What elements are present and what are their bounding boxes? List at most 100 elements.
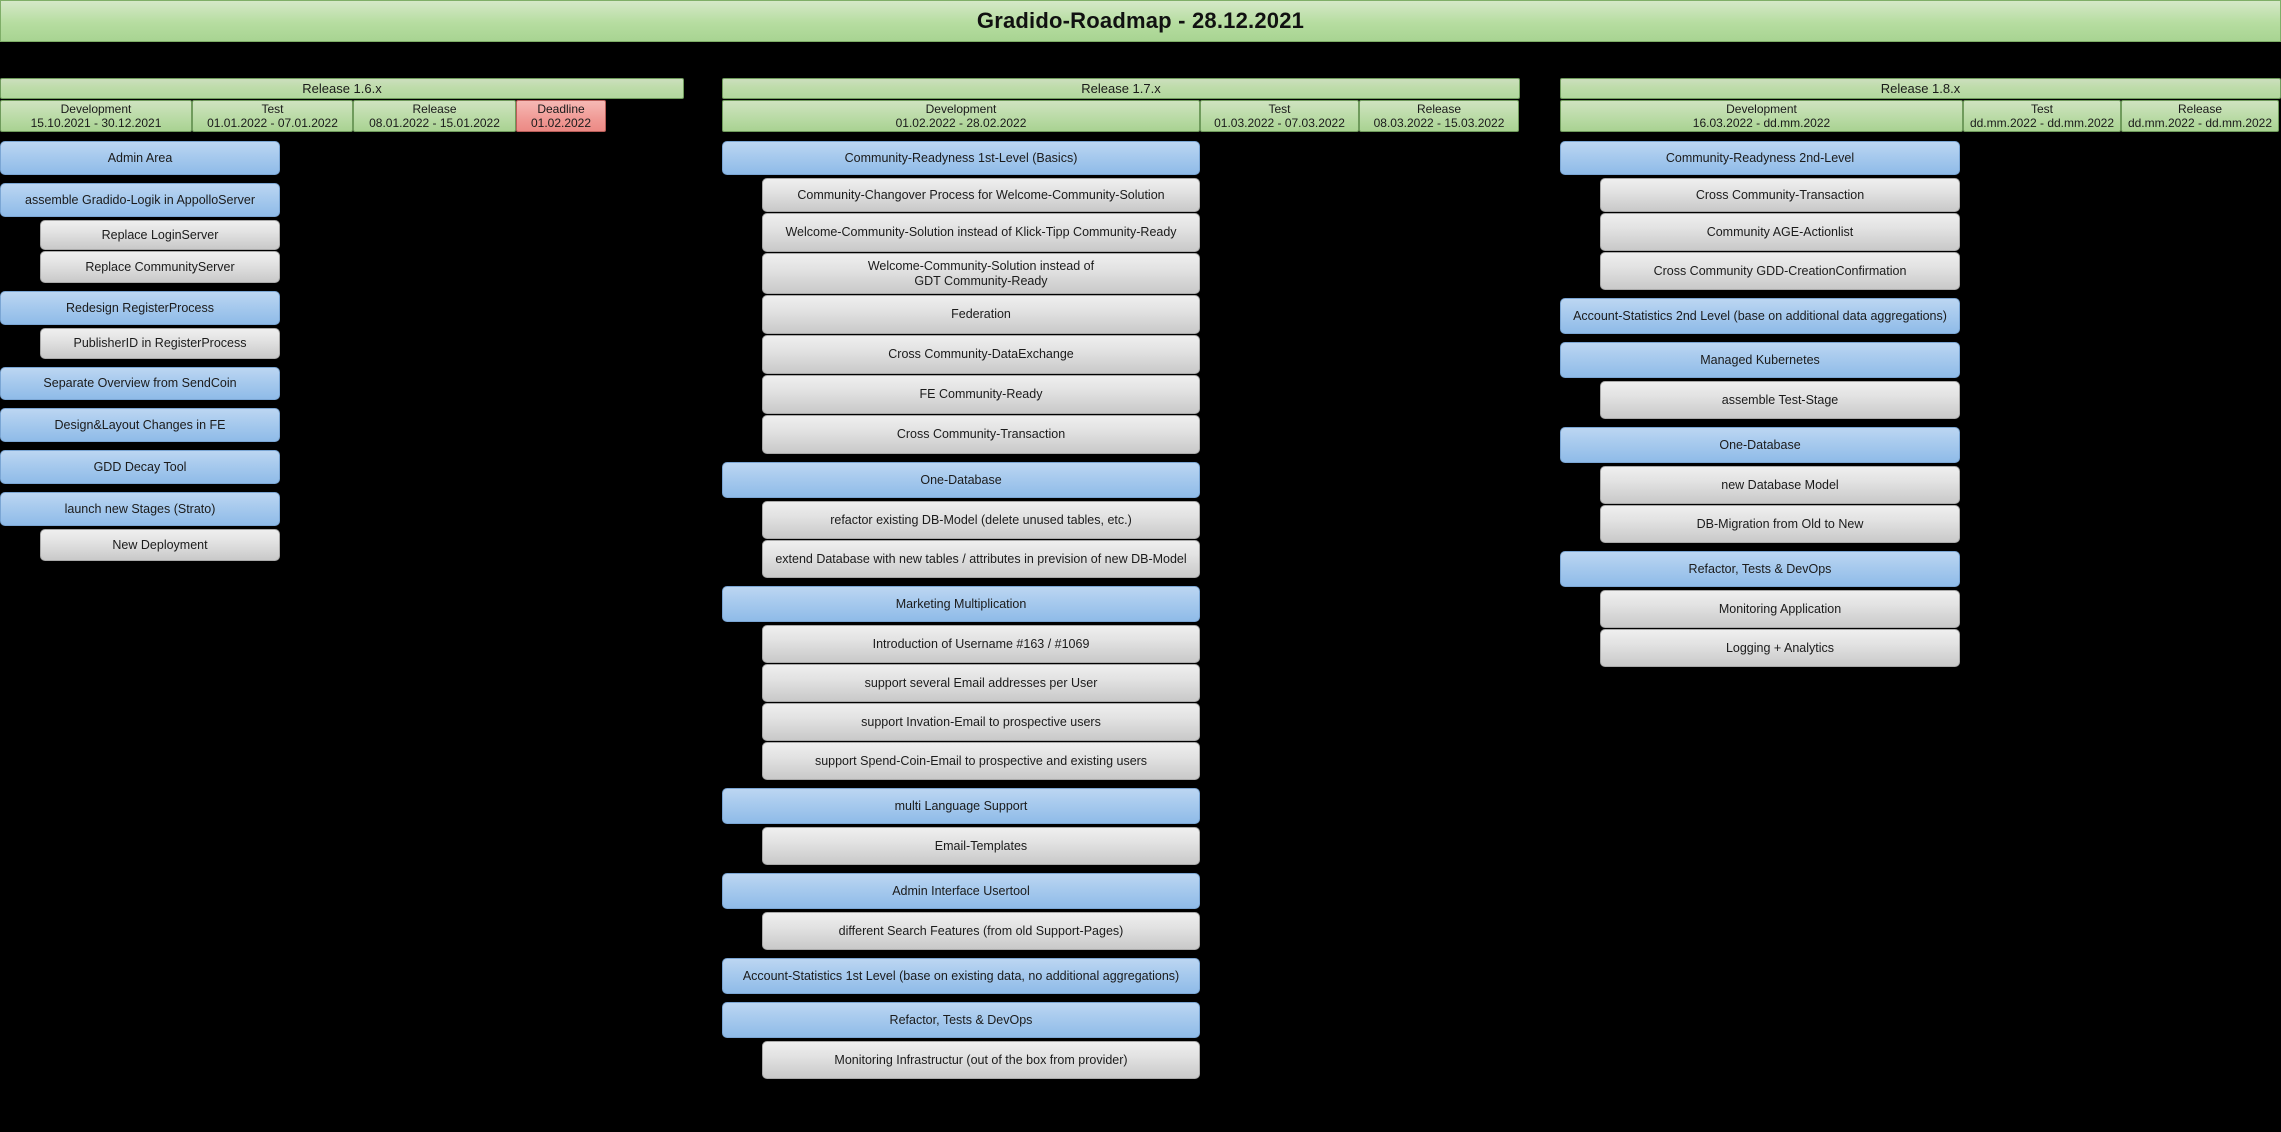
sub-task-box[interactable]: DB-Migration from Old to New (1600, 505, 1960, 543)
release-label: Release 1.8.x (1880, 81, 1961, 96)
epic-task-box[interactable]: One-Database (1560, 427, 1960, 463)
sub-task-box[interactable]: Community-Changover Process for Welcome-… (762, 178, 1200, 212)
phase-name: Release (2177, 102, 2223, 116)
phase-dates: 01.01.2022 - 07.01.2022 (207, 116, 338, 130)
sub-task-box[interactable]: Cross Community GDD-CreationConfirmation (1600, 252, 1960, 290)
phase-dates: 15.10.2021 - 30.12.2021 (30, 116, 162, 130)
sub-task-box[interactable]: Replace CommunityServer (40, 251, 280, 283)
release-label: Release 1.7.x (1081, 81, 1161, 96)
sub-task-box[interactable]: Replace LoginServer (40, 220, 280, 250)
epic-task-box[interactable]: Refactor, Tests & DevOps (722, 1002, 1200, 1038)
release-header: Release 1.6.x (0, 78, 684, 99)
sub-task-box[interactable]: Cross Community-Transaction (1600, 178, 1960, 212)
sub-task-box[interactable]: Monitoring Application (1600, 590, 1960, 628)
page-title: Gradido-Roadmap - 28.12.2021 (976, 8, 1305, 33)
phase-name: Test (2030, 102, 2053, 116)
epic-task-box[interactable]: GDD Decay Tool (0, 450, 280, 484)
sub-task-box[interactable]: new Database Model (1600, 466, 1960, 504)
epic-task-box[interactable]: Community-Readyness 1st-Level (Basics) (722, 141, 1200, 175)
phase-name: Development (60, 102, 132, 116)
epic-task-box[interactable]: Admin Interface Usertool (722, 873, 1200, 909)
sub-task-box[interactable]: different Search Features (from old Supp… (762, 912, 1200, 950)
epic-task-box[interactable]: Redesign RegisterProcess (0, 291, 280, 325)
sub-task-box[interactable]: assemble Test-Stage (1600, 381, 1960, 419)
epic-task-box[interactable]: launch new Stages (Strato) (0, 492, 280, 526)
phase-name: Development (1726, 102, 1797, 116)
epic-task-box[interactable]: Refactor, Tests & DevOps (1560, 551, 1960, 587)
sub-task-box[interactable]: refactor existing DB-Model (delete unuse… (762, 501, 1200, 539)
epic-task-box[interactable]: Separate Overview from SendCoin (0, 367, 280, 400)
phase-name: Release (412, 102, 457, 116)
sub-task-box[interactable]: Community AGE-Actionlist (1600, 213, 1960, 251)
task-list: Community-Readyness 1st-Level (Basics)Co… (722, 141, 1520, 1079)
sub-task-box[interactable]: Monitoring Infrastructur (out of the box… (762, 1041, 1200, 1079)
epic-task-box[interactable]: multi Language Support (722, 788, 1200, 824)
epic-task-box[interactable]: Account-Statistics 1st Level (base on ex… (722, 958, 1200, 994)
sub-task-box[interactable]: support Spend-Coin-Email to prospective … (762, 742, 1200, 780)
sub-task-box[interactable]: Welcome-Community-Solution instead of Kl… (762, 213, 1200, 252)
task-group: launch new Stages (Strato)New Deployment (0, 492, 684, 561)
sub-task-box[interactable]: support Invation-Email to prospective us… (762, 703, 1200, 741)
phase-name: Test (261, 102, 284, 116)
epic-task-box[interactable]: Account-Statistics 2nd Level (base on ad… (1560, 298, 1960, 334)
task-group: Admin Area (0, 141, 684, 175)
task-group: Separate Overview from SendCoin (0, 367, 684, 400)
epic-task-box[interactable]: Design&Layout Changes in FE (0, 408, 280, 442)
sub-task-box[interactable]: Logging + Analytics (1600, 629, 1960, 667)
phase-dates: dd.mm.2022 - dd.mm.2022 (2127, 116, 2273, 130)
epic-task-box[interactable]: Community-Readyness 2nd-Level (1560, 141, 1960, 175)
sub-task-box[interactable]: Email-Templates (762, 827, 1200, 865)
epic-task-box[interactable]: Managed Kubernetes (1560, 342, 1960, 378)
epic-task-box[interactable]: Admin Area (0, 141, 280, 175)
task-list: Admin Area assemble Gradido-Logik in Appo… (0, 141, 684, 561)
release-label: Release 1.6.x (302, 81, 382, 96)
phase-name: Release (1416, 102, 1462, 116)
phase-dates: 08.01.2022 - 15.01.2022 (369, 116, 500, 130)
sub-task-box[interactable]: Welcome-Community-Solution instead of GD… (762, 253, 1200, 294)
sub-task-box[interactable]: support several Email addresses per User (762, 664, 1200, 702)
sub-task-box[interactable]: Federation (762, 295, 1200, 334)
epic-task-box[interactable]: Marketing Multiplication (722, 586, 1200, 622)
phase-dates: 01.02.2022 - 28.02.2022 (895, 116, 1027, 130)
sub-task-box[interactable]: Introduction of Username #163 / #1069 (762, 625, 1200, 663)
phase-name: Test (1268, 102, 1291, 116)
sub-task-box[interactable]: Cross Community-Transaction (762, 415, 1200, 454)
sub-task-box[interactable]: FE Community-Ready (762, 375, 1200, 414)
sub-task-box[interactable]: extend Database with new tables / attrib… (762, 540, 1200, 578)
phase-dates: 01.03.2022 - 07.03.2022 (1214, 116, 1345, 130)
sub-task-box[interactable]: New Deployment (40, 529, 280, 561)
release-header: Release 1.7.x (722, 78, 1520, 99)
epic-task-box[interactable]: assemble Gradido-Logik in AppolloServer (0, 183, 280, 217)
sub-task-box[interactable]: Cross Community-DataExchange (762, 335, 1200, 374)
task-group: GDD Decay Tool (0, 450, 684, 484)
sub-task-box[interactable]: PublisherID in RegisterProcess (40, 328, 280, 359)
task-group: Account-Statistics 1st Level (base on ex… (722, 958, 1520, 994)
epic-task-box[interactable]: One-Database (722, 462, 1200, 498)
task-group: Account-Statistics 2nd Level (base on ad… (1560, 298, 2281, 334)
